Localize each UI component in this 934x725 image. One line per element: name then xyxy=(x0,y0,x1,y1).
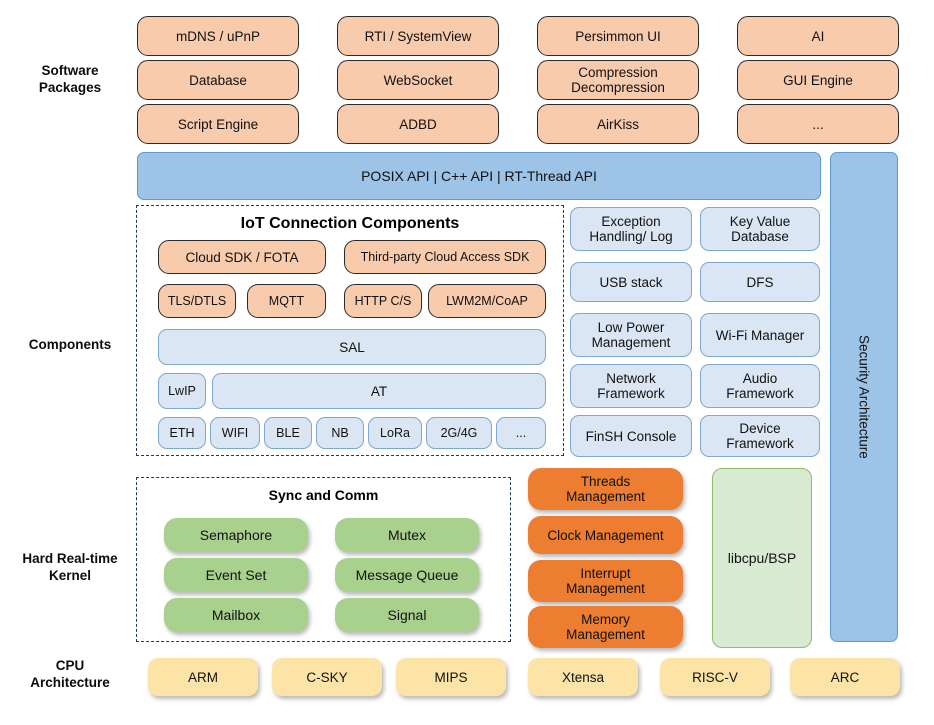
iot-link-box[interactable]: NB xyxy=(316,417,364,449)
iot-cloud-box[interactable]: Third-party Cloud Access SDK xyxy=(344,240,546,274)
ipc-box[interactable]: Mailbox xyxy=(164,598,308,632)
package-box[interactable]: Persimmon UI xyxy=(537,16,699,56)
iot-at-box[interactable]: AT xyxy=(212,373,546,409)
kernel-management-box[interactable]: Threads Management xyxy=(528,468,683,510)
ipc-box[interactable]: Semaphore xyxy=(164,518,308,552)
iot-group-title: IoT Connection Components xyxy=(240,215,460,232)
iot-protocol-box[interactable]: MQTT xyxy=(247,284,326,318)
package-box[interactable]: RTI / SystemView xyxy=(337,16,499,56)
iot-link-box[interactable]: BLE xyxy=(264,417,312,449)
row-label-software-packages: Software Packages xyxy=(38,63,102,95)
package-box[interactable]: Compression Decompression xyxy=(537,60,699,100)
iot-protocol-box[interactable]: HTTP C/S xyxy=(344,284,422,318)
cpu-arch-box[interactable]: C-SKY xyxy=(272,658,382,696)
cpu-arch-box[interactable]: MIPS xyxy=(396,658,506,696)
row-label-components: Components xyxy=(28,337,112,352)
security-architecture-label: Security Architecture xyxy=(856,335,872,459)
iot-link-box[interactable]: ETH xyxy=(158,417,206,449)
iot-cloud-box[interactable]: Cloud SDK / FOTA xyxy=(158,240,326,274)
iot-link-box[interactable]: LoRa xyxy=(368,417,422,449)
ipc-box[interactable]: Mutex xyxy=(335,518,479,552)
row-label-cpu-architecture: CPU Architecture xyxy=(30,658,110,690)
cpu-arch-box[interactable]: RISC-V xyxy=(660,658,770,696)
package-box[interactable]: WebSocket xyxy=(337,60,499,100)
iot-protocol-box[interactable]: TLS/DTLS xyxy=(158,284,236,318)
component-box[interactable]: Low Power Management xyxy=(570,313,692,357)
iot-connection-components-group: IoT Connection Components xyxy=(136,205,564,456)
row-label-kernel: Hard Real-time Kernel xyxy=(22,551,118,583)
ipc-box[interactable]: Message Queue xyxy=(335,558,479,592)
iot-link-box[interactable]: ... xyxy=(496,417,546,449)
component-box[interactable]: Audio Framework xyxy=(700,364,820,408)
cpu-arch-box[interactable]: ARC xyxy=(790,658,900,696)
iot-sal-box[interactable]: SAL xyxy=(158,329,546,365)
iot-link-box[interactable]: WIFI xyxy=(210,417,260,449)
libcpu-bsp-box[interactable]: libcpu/BSP xyxy=(712,468,812,648)
component-box[interactable]: USB stack xyxy=(570,262,692,302)
iot-lwip-box[interactable]: LwIP xyxy=(158,373,206,409)
component-box[interactable]: Exception Handling/ Log xyxy=(570,207,692,251)
kernel-management-box[interactable]: Interrupt Management xyxy=(528,560,683,602)
package-box[interactable]: GUI Engine xyxy=(737,60,899,100)
security-architecture-bar[interactable]: Security Architecture xyxy=(830,152,898,642)
kernel-management-box[interactable]: Clock Management xyxy=(528,516,683,554)
sync-group-title: Sync and Comm xyxy=(268,487,379,503)
component-box[interactable]: Network Framework xyxy=(570,364,692,408)
package-box[interactable]: ADBD xyxy=(337,104,499,144)
package-box[interactable]: mDNS / uPnP xyxy=(137,16,299,56)
api-bar[interactable]: POSIX API | C++ API | RT-Thread API xyxy=(137,152,821,200)
package-box[interactable]: AI xyxy=(737,16,899,56)
iot-protocol-box[interactable]: LWM2M/CoAP xyxy=(428,284,546,318)
cpu-arch-box[interactable]: ARM xyxy=(148,658,258,696)
package-box[interactable]: Script Engine xyxy=(137,104,299,144)
package-box[interactable]: Database xyxy=(137,60,299,100)
cpu-arch-box[interactable]: Xtensa xyxy=(528,658,638,696)
component-box[interactable]: Wi-Fi Manager xyxy=(700,313,820,357)
iot-link-box[interactable]: 2G/4G xyxy=(426,417,492,449)
component-box[interactable]: FinSH Console xyxy=(570,415,692,457)
sync-and-comm-group: Sync and Comm xyxy=(136,477,511,642)
component-box[interactable]: Device Framework xyxy=(700,415,820,457)
kernel-management-box[interactable]: Memory Management xyxy=(528,606,683,648)
component-box[interactable]: DFS xyxy=(700,262,820,302)
ipc-box[interactable]: Event Set xyxy=(164,558,308,592)
component-box[interactable]: Key Value Database xyxy=(700,207,820,251)
ipc-box[interactable]: Signal xyxy=(335,598,479,632)
package-box[interactable]: AirKiss xyxy=(537,104,699,144)
package-box[interactable]: ... xyxy=(737,104,899,144)
